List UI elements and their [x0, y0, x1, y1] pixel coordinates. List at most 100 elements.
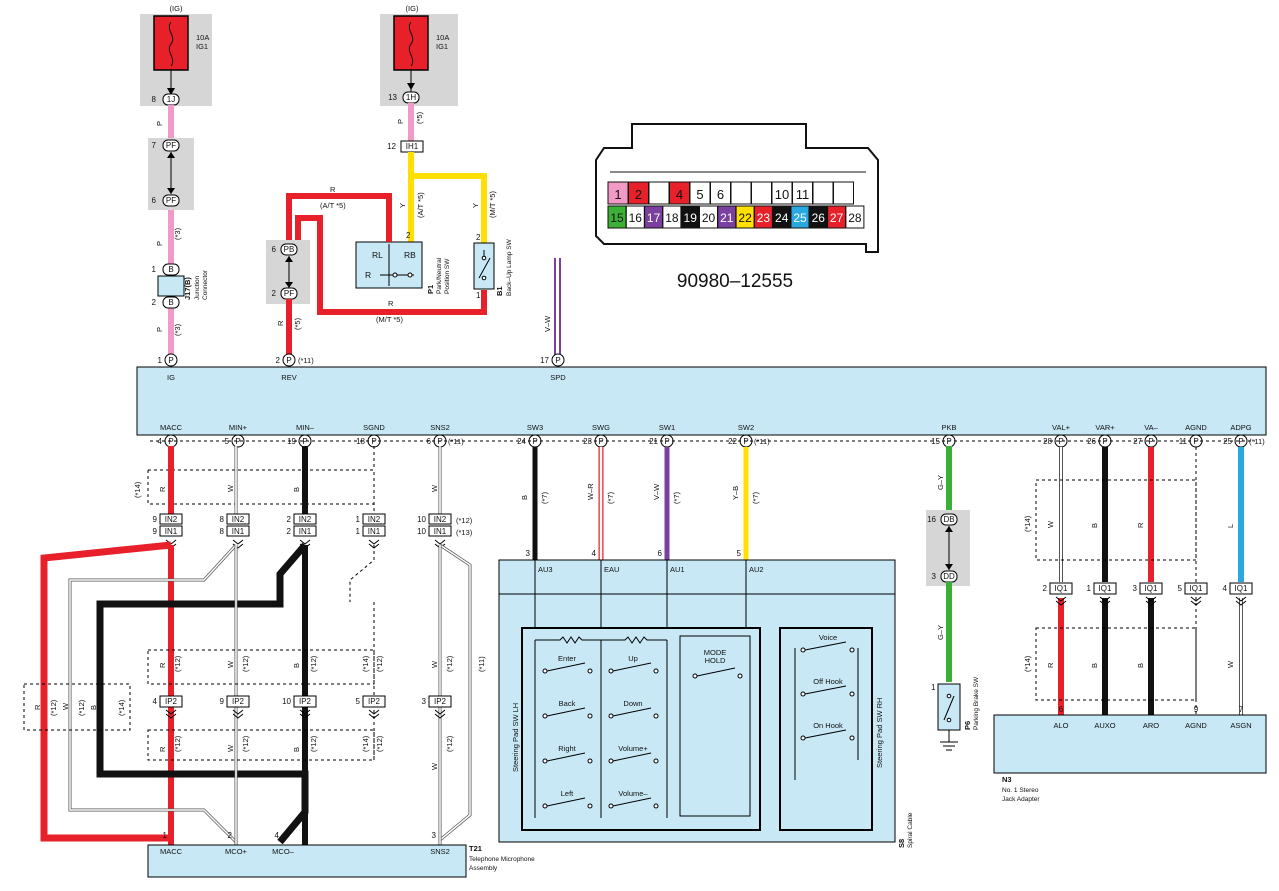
svg-text:(*12): (*12) — [241, 735, 250, 752]
svg-text:(A/T *5): (A/T *5) — [416, 192, 425, 218]
in2-code: IN2 — [165, 515, 178, 524]
pb-connector: PB — [284, 245, 295, 254]
lh-contact — [608, 803, 614, 809]
spiral-pin-label: AU1 — [670, 565, 685, 574]
ecu-bottom-pin-letter: P — [1058, 437, 1063, 446]
ecu-top-pin-code: P — [555, 356, 560, 365]
in1-pin: 10 — [417, 527, 426, 536]
svg-text:Y: Y — [471, 203, 480, 208]
n3-pin-label: AGND — [1185, 721, 1207, 730]
lh-contact — [653, 713, 659, 719]
in2-code: IN2 — [299, 515, 312, 524]
n3-pin-label: ASGN — [1230, 721, 1251, 730]
connector-cell-bottom-number: 23 — [757, 211, 771, 225]
svg-text:6: 6 — [272, 245, 277, 254]
svg-text:2: 2 — [272, 289, 277, 298]
svg-text:Steering Pad SW RH: Steering Pad SW RH — [875, 698, 884, 768]
ecu-bottom-pin-number: 23 — [583, 437, 592, 446]
lh-contact — [653, 668, 659, 674]
svg-text:R: R — [388, 299, 394, 308]
ecu-top-pin-circle — [551, 353, 565, 367]
ecu-bottom-pin-label: MIN+ — [229, 423, 248, 432]
svg-text:(*14): (*14) — [1023, 655, 1032, 672]
iq1-pin: 5 — [1178, 584, 1183, 593]
svg-text:RB: RB — [404, 250, 416, 260]
iq1-chevron — [1055, 596, 1067, 606]
mode-switch-blade — [696, 667, 736, 677]
backup-lamp-switch — [473, 242, 495, 290]
svg-text:B: B — [89, 705, 98, 710]
connector-cell-top-number: 10 — [775, 187, 789, 202]
lh-bus-lines — [534, 640, 668, 818]
lh-button-label: Down — [623, 699, 642, 708]
steering-wire-note: (*7) — [751, 491, 760, 504]
ecu-bottom-pin — [231, 434, 245, 448]
in2-pin: 9 — [153, 515, 158, 524]
lh-switch-blade — [612, 662, 652, 672]
svg-text:P: P — [155, 241, 164, 246]
rh-button-label: Off Hook — [813, 677, 843, 686]
svg-text:Spiral Cable: Spiral Cable — [907, 812, 914, 848]
svg-text:Position SW: Position SW — [444, 258, 451, 294]
stereo-wire-color-upper: L — [1226, 524, 1235, 528]
lh-switch-blade — [546, 662, 586, 672]
ecu-bottom-pin-label: SW1 — [659, 423, 675, 432]
connector-part-number: 90980–12555 — [677, 271, 793, 292]
rh-button-label: Voice — [819, 633, 837, 642]
svg-text:W: W — [430, 762, 439, 770]
iq1-box — [1093, 582, 1117, 595]
svg-text:2: 2 — [406, 231, 411, 240]
svg-text:10A: 10A — [436, 33, 449, 42]
steering-pad-sw-rh — [779, 627, 873, 831]
spiral-pin-label: EAU — [604, 565, 619, 574]
svg-text:(*12): (*12) — [77, 699, 86, 716]
lh-button-label: Up — [628, 654, 638, 663]
svg-text:(*13): (*13) — [456, 528, 473, 537]
lh-switch-blade — [546, 752, 586, 762]
svg-text:B: B — [292, 747, 301, 752]
dd-connector: DD — [943, 572, 955, 581]
in2-pin: 8 — [220, 515, 225, 524]
t21-code: T21 — [469, 844, 482, 853]
connector-cell-bottom-number: 15 — [610, 211, 624, 225]
ecu-top-pin-circle — [282, 353, 296, 367]
connector-cell-bottom-number: 19 — [684, 211, 698, 225]
parking-brake-circuit: G–Y DB 16 DD 3 G–Y 1 P6 Parking Brake SW — [926, 446, 980, 751]
ecu-top-pin-number: 17 — [540, 356, 549, 365]
ecu-bottom-pin-letter: P — [1148, 437, 1153, 446]
spiral-pin-label: AU2 — [749, 565, 764, 574]
ip2-pin: 9 — [220, 697, 225, 706]
svg-text:(*12): (*12) — [445, 735, 454, 752]
svg-text:B: B — [292, 663, 301, 668]
connector-cell-bottom-number: 28 — [848, 211, 862, 225]
connector-cell-bottom-number: 21 — [720, 211, 734, 225]
lh-button-label: Left — [561, 789, 574, 798]
svg-text:2: 2 — [152, 298, 157, 307]
ig-conn-1j-pin: 8 — [152, 95, 157, 104]
j17-pin-b-upper: B — [168, 265, 173, 274]
svg-text:(*14): (*14) — [133, 481, 142, 498]
svg-text:P: P — [155, 327, 164, 332]
ig-conn-pf-upper: PF — [166, 141, 176, 150]
ecu-top-pin-label: REV — [281, 373, 296, 382]
svg-text:Parking Brake SW: Parking Brake SW — [973, 676, 980, 730]
connector-cell-bottom-number: 22 — [738, 211, 752, 225]
svg-text:7: 7 — [152, 141, 157, 150]
in1-in2-connectors: IN29IN19IN28IN18IN22IN12IN21IN11IN210IN1… — [153, 513, 452, 549]
steering-wire-note: (*7) — [672, 491, 681, 504]
ecu-bottom-pin-label: VAR+ — [1095, 423, 1115, 432]
rh-bus-lines — [794, 648, 859, 780]
iq1-code: IQ1 — [1190, 584, 1203, 593]
svg-text:IG1: IG1 — [436, 42, 448, 51]
connector-cell-bottom-number: 24 — [775, 211, 789, 225]
svg-text:(*12): (*12) — [309, 655, 318, 672]
stereo-wire-color-lower: B — [1136, 663, 1145, 668]
svg-text:(*5): (*5) — [415, 111, 424, 124]
iq1-pin: 1 — [1087, 584, 1092, 593]
fuse1-rating: 10A — [196, 33, 209, 42]
steering-pad-sw-lh — [521, 627, 761, 831]
fuse1-name: IG1 — [196, 42, 208, 51]
